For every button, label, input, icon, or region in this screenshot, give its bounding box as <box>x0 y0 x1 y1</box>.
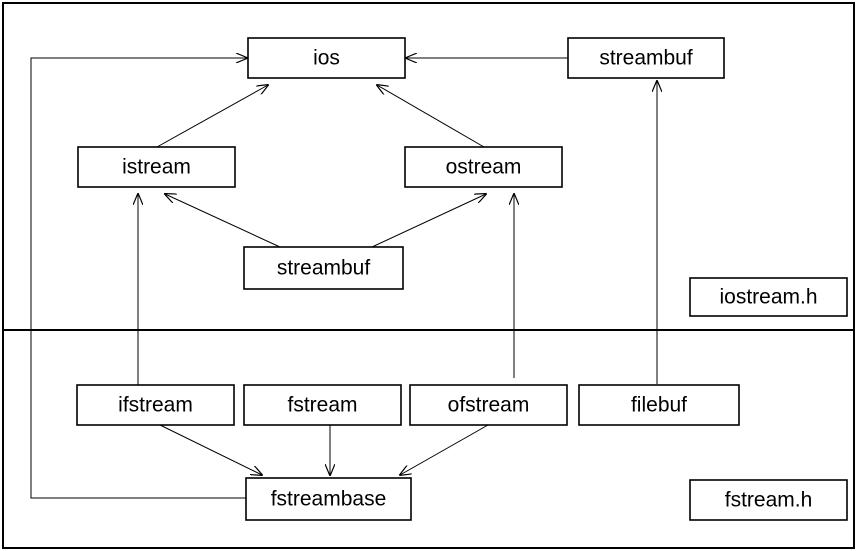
node-ios: ios <box>247 37 406 79</box>
node-fstreambase-label: fstreambase <box>271 488 387 511</box>
node-ofstream: ofstream <box>409 384 568 426</box>
node-ofstream-label: ofstream <box>448 394 530 417</box>
node-ostream-label: ostream <box>446 156 522 179</box>
edge-ofstream-to-fstreambase <box>400 424 489 475</box>
edge-ifstream-to-fstreambase <box>159 424 262 475</box>
node-istream-label: istream <box>122 156 191 179</box>
node-fstreambase: fstreambase <box>245 477 412 521</box>
region-label-iostream: iostream.h <box>689 277 848 317</box>
region-label-fstream-text: fstream.h <box>725 489 813 512</box>
node-ios-label: ios <box>313 47 340 70</box>
node-ifstream: ifstream <box>76 384 235 426</box>
node-filebuf-label: filebuf <box>631 394 687 417</box>
edges <box>30 58 657 499</box>
node-ostream: ostream <box>404 146 563 188</box>
region-label-iostream-text: iostream.h <box>719 286 817 309</box>
edge-streambuf-mid-to-ostream <box>371 194 486 248</box>
node-istream: istream <box>77 146 236 188</box>
node-streambuf-top-label: streambuf <box>599 47 693 70</box>
node-streambuf-mid-label: streambuf <box>277 257 371 280</box>
edge-ostream-to-ios <box>377 85 485 148</box>
edge-istream-to-ios <box>156 85 268 148</box>
node-fstream: fstream <box>243 384 402 426</box>
edge-streambuf-mid-to-istream <box>165 194 281 248</box>
region-label-fstream: fstream.h <box>689 479 848 521</box>
node-fstream-label: fstream <box>287 394 357 417</box>
node-streambuf-mid: streambuf <box>243 246 404 290</box>
node-ifstream-label: ifstream <box>118 394 193 417</box>
node-filebuf: filebuf <box>578 384 740 426</box>
node-streambuf-top: streambuf <box>567 37 725 79</box>
edge-fstreambase-to-ios <box>30 58 247 499</box>
